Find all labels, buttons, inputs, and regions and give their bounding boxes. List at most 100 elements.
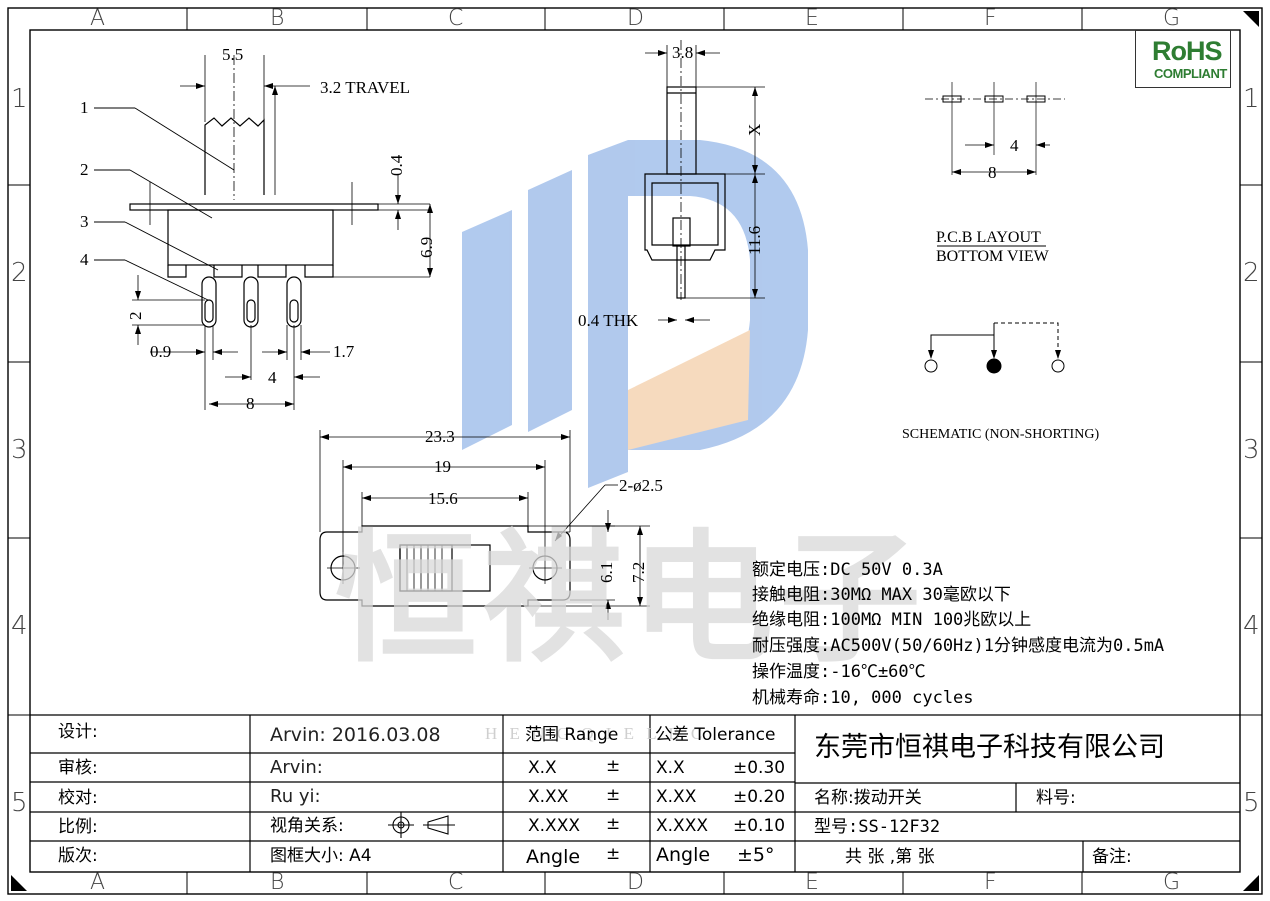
zone-col-bottom-5: E <box>805 870 819 895</box>
spec-operating-temp: 操作温度:-16℃±60℃ <box>752 662 926 682</box>
tb-tol-row-4-key: Angle <box>656 844 711 866</box>
dim-inner-height: 6.1 <box>597 561 616 583</box>
zone-col-top-2: B <box>270 6 285 31</box>
zone-col-bottom-4: D <box>627 870 644 895</box>
dim-top-width: 5.5 <box>222 45 244 64</box>
tb-range-row-2-sign: ± <box>606 785 621 805</box>
spec-dielectric-strength: 耐压强度:AC500V(50/60Hz)1分钟感度电流为0.5mA <box>752 636 1165 656</box>
zone-row-right-2: 2 <box>1243 258 1260 288</box>
side-view <box>94 55 433 410</box>
dim-overall-length: 23.3 <box>425 427 455 446</box>
tb-range-row-3-key: X.XXX <box>528 816 580 836</box>
tb-tol-header: 公差 Tolerance <box>655 725 776 745</box>
dim-pitch: 4 <box>268 368 277 387</box>
tb-range-row-1-key: X.X <box>528 758 557 778</box>
zone-col-top-5: E <box>805 6 819 31</box>
tb-tol-row-1-key: X.X <box>656 758 685 778</box>
zone-row-left-4: 4 <box>11 611 28 641</box>
rohs-title: RoHS <box>1152 36 1222 66</box>
spec-insulation-resistance: 绝缘电阻:100MΩ MIN 100兆欧以上 <box>752 610 1032 630</box>
schematic <box>924 322 1065 374</box>
tb-remark: 备注: <box>1092 847 1132 867</box>
dim-travel: 3.2 TRAVEL <box>320 78 411 97</box>
projection-symbol <box>388 812 455 838</box>
callout-3: 3 <box>80 212 89 231</box>
zone-col-top-1: A <box>90 6 106 31</box>
tb-range-row-4-sign: ± <box>606 844 621 864</box>
rohs-badge: RoHS COMPLIANT <box>1135 30 1231 88</box>
dim-pin-gap: 1.7 <box>333 342 355 361</box>
zone-row-left-3: 3 <box>11 435 28 465</box>
callout-1: 1 <box>80 98 89 117</box>
tb-value-review: Arvin: <box>270 757 323 778</box>
watermark-logo <box>462 140 808 488</box>
zone-col-top-7: G <box>1163 6 1181 31</box>
tb-value-frame: 图框大小: A4 <box>270 846 372 866</box>
dim-pin-len: 2 <box>126 311 145 321</box>
zone-row-right-3: 3 <box>1243 435 1260 465</box>
spec-rated-voltage: 额定电压:DC 50V 0.3A <box>752 560 943 580</box>
dim-span: 8 <box>246 394 255 413</box>
dim-outer-height: 7.2 <box>629 561 648 583</box>
pcb-layout <box>925 82 1065 247</box>
tb-part-number: 料号: <box>1036 788 1076 808</box>
top-view <box>319 430 650 620</box>
dim-body-length: 15.6 <box>428 489 458 508</box>
watermark-strip: H E N G Q I E L E C <box>485 724 707 743</box>
dim-body-height: 6.9 <box>417 236 436 258</box>
title-block-grid <box>30 714 1240 872</box>
tb-company: 东莞市恒祺电子科技有限公司 <box>814 732 1165 763</box>
frame <box>7 7 1263 895</box>
zone-row-left-2: 2 <box>11 258 28 288</box>
dim-knob-length: X <box>745 123 764 136</box>
callout-4: 4 <box>80 250 89 269</box>
zone-col-top-6: F <box>984 6 997 31</box>
zone-col-bottom-1: A <box>90 870 106 895</box>
tb-value-view: 视角关系: <box>270 816 344 836</box>
tb-part-name: 名称:拨动开关 <box>814 788 922 808</box>
tb-value-check: Ru yi: <box>270 786 321 807</box>
dim-hole-spacing: 19 <box>434 457 451 476</box>
tb-range-header: 范围 Range <box>525 725 619 745</box>
zone-row-right-4: 4 <box>1243 611 1260 641</box>
zone-col-bottom-2: B <box>270 870 285 895</box>
tb-label-design: 设计: <box>58 722 98 742</box>
pcb-subtitle: BOTTOM VIEW <box>936 248 1049 265</box>
pcb-span: 8 <box>988 163 997 182</box>
tb-label-scale: 比例: <box>58 817 98 837</box>
dim-pin-thk: 0.4 THK <box>578 311 639 330</box>
zone-col-bottom-7: G <box>1163 870 1181 895</box>
watermark-text: 恒祺电子 <box>335 516 927 682</box>
tb-tol-row-3-val: ±0.10 <box>733 816 786 836</box>
tb-range-row-2-key: X.XX <box>528 787 569 807</box>
zone-col-bottom-6: F <box>984 870 997 895</box>
zone-col-top-4: D <box>627 6 644 31</box>
zone-row-left-1: 1 <box>11 84 28 114</box>
zone-row-right-5: 5 <box>1243 788 1260 818</box>
tb-label-check: 校对: <box>58 788 98 808</box>
tb-range-row-4-key: Angle <box>526 846 581 868</box>
zone-col-bottom-3: C <box>448 870 464 895</box>
tb-range-row-3-sign: ± <box>606 814 621 834</box>
tb-tol-row-4-val: ±5° <box>737 844 775 866</box>
dim-plate-thk: 0.4 <box>387 154 406 176</box>
spec-contact-resistance: 接触电阻:30MΩ MAX 30毫欧以下 <box>752 585 1011 605</box>
rohs-subtitle: COMPLIANT <box>1154 66 1227 81</box>
zone-row-left-5: 5 <box>11 788 28 818</box>
tb-tol-row-3-key: X.XXX <box>656 816 708 836</box>
tb-tol-row-2-val: ±0.20 <box>733 787 786 807</box>
tb-tol-row-2-key: X.XX <box>656 787 697 807</box>
dim-pin-width: 0.9 <box>150 342 172 361</box>
tb-value-design: Arvin: 2016.03.08 <box>270 724 441 746</box>
tb-label-review: 审核: <box>58 758 98 778</box>
zone-col-top-3: C <box>448 6 464 31</box>
pcb-title: P.C.B LAYOUT <box>936 229 1041 246</box>
tb-label-revision: 版次: <box>58 846 98 866</box>
dim-knob-width: 3.8 <box>672 43 694 62</box>
front-view <box>644 40 765 323</box>
spec-mechanical-life: 机械寿命:10, 000 cycles <box>752 688 974 708</box>
tb-sheets: 共 张 ,第 张 <box>845 847 935 867</box>
dim-height: 11.6 <box>745 225 764 255</box>
zone-row-right-1: 1 <box>1243 84 1260 114</box>
